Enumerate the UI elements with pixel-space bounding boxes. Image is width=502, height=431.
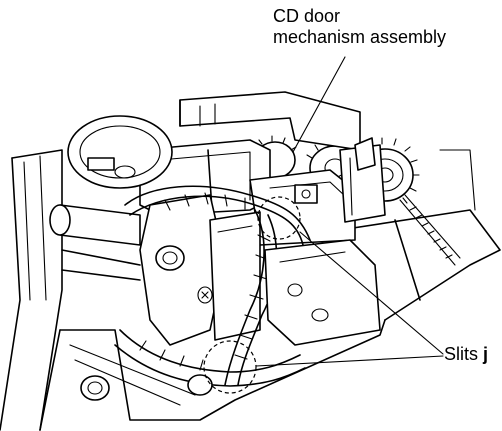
cable-bundle [114,185,311,387]
leader-line-slit-lower [255,355,444,367]
cam-plate [139,194,261,346]
slits-label-text: Slits [444,344,479,364]
door-mechanism-label-line2: mechanism assembly [273,27,447,47]
slits-label: Slits j [444,344,488,365]
left-rod [49,204,141,281]
door-mechanism-label: CD door mechanism assembly [273,6,446,48]
slits-label-letter: j [483,344,489,364]
door-mechanism-label-line1: CD door [273,6,341,26]
leader-line-door-assembly [292,56,346,153]
left-wheel [67,115,173,189]
slit-marker-upper [257,196,301,240]
rack-gear [399,194,461,266]
bottom-base [39,319,386,431]
left-frame [0,149,63,431]
leader-line-slit-upper [299,231,444,355]
slit-marker-lower [203,340,257,394]
base-plate [339,149,501,321]
door-mechanism-housing [139,91,386,246]
lower-tray [264,239,381,346]
